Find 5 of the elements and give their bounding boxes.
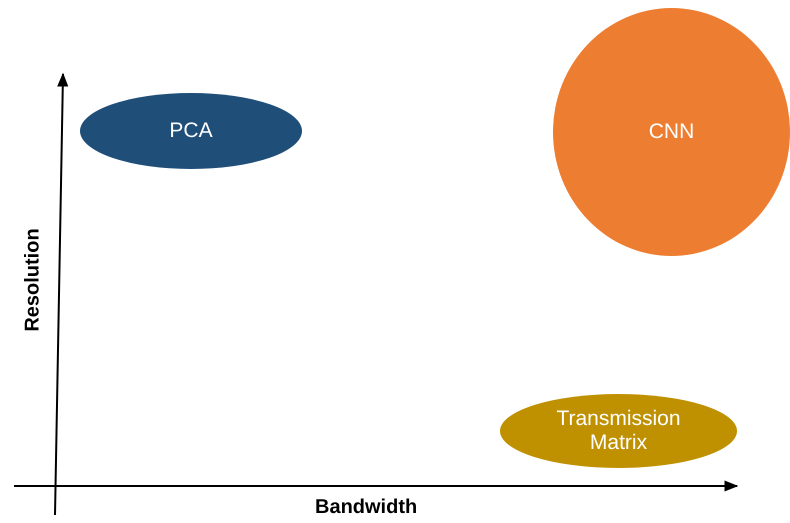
axis-label: Bandwidth: [315, 496, 418, 519]
node-label: Transmission Matrix: [555, 407, 682, 455]
node-label: PCA: [169, 119, 213, 143]
node-label: CNN: [648, 120, 694, 144]
axis-label: Resolution: [22, 228, 44, 332]
